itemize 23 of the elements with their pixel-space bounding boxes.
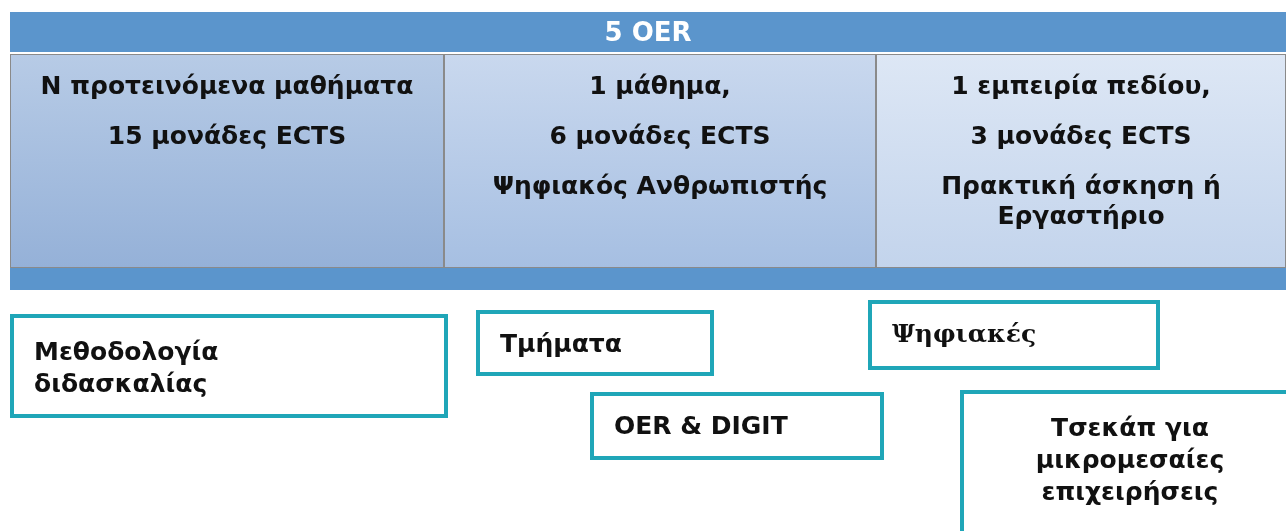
footer-bar bbox=[10, 268, 1286, 290]
text-box bbox=[868, 300, 1160, 370]
label-text: Ν προτεινόμενα μαθήματα bbox=[40, 71, 414, 101]
label-text: 1 μάθημα, bbox=[589, 71, 731, 101]
header-bar: 5 OER bbox=[10, 12, 1286, 52]
label-text: Τμήματα bbox=[500, 328, 623, 360]
label-text: Ψηφιακός Ανθρωπιστής bbox=[492, 171, 828, 201]
text-box bbox=[476, 310, 714, 376]
text-box bbox=[10, 314, 448, 418]
label-text: Μεθοδολογία διδασκαλίας bbox=[34, 336, 220, 400]
label-text: Τσεκάπ για μικρομεσαίες επιχειρήσεις bbox=[1034, 412, 1226, 508]
label-text: 6 μονάδες ECTS bbox=[549, 121, 771, 151]
text-box bbox=[590, 392, 884, 460]
label-text: OER & DIGIT bbox=[614, 410, 789, 442]
label-text: Πρακτική άσκηση ή Εργαστήριο bbox=[940, 171, 1222, 231]
label-text: Ψηφιακές bbox=[892, 318, 1038, 350]
label-text: 15 μονάδες ECTS bbox=[107, 121, 347, 151]
column-panel bbox=[10, 54, 444, 268]
column-panel bbox=[876, 54, 1286, 268]
column-panel bbox=[444, 54, 876, 268]
text-box bbox=[960, 390, 1286, 531]
label-text: 1 εμπειρία πεδίου, bbox=[951, 71, 1211, 101]
label-text: 3 μονάδες ECTS bbox=[970, 121, 1192, 151]
